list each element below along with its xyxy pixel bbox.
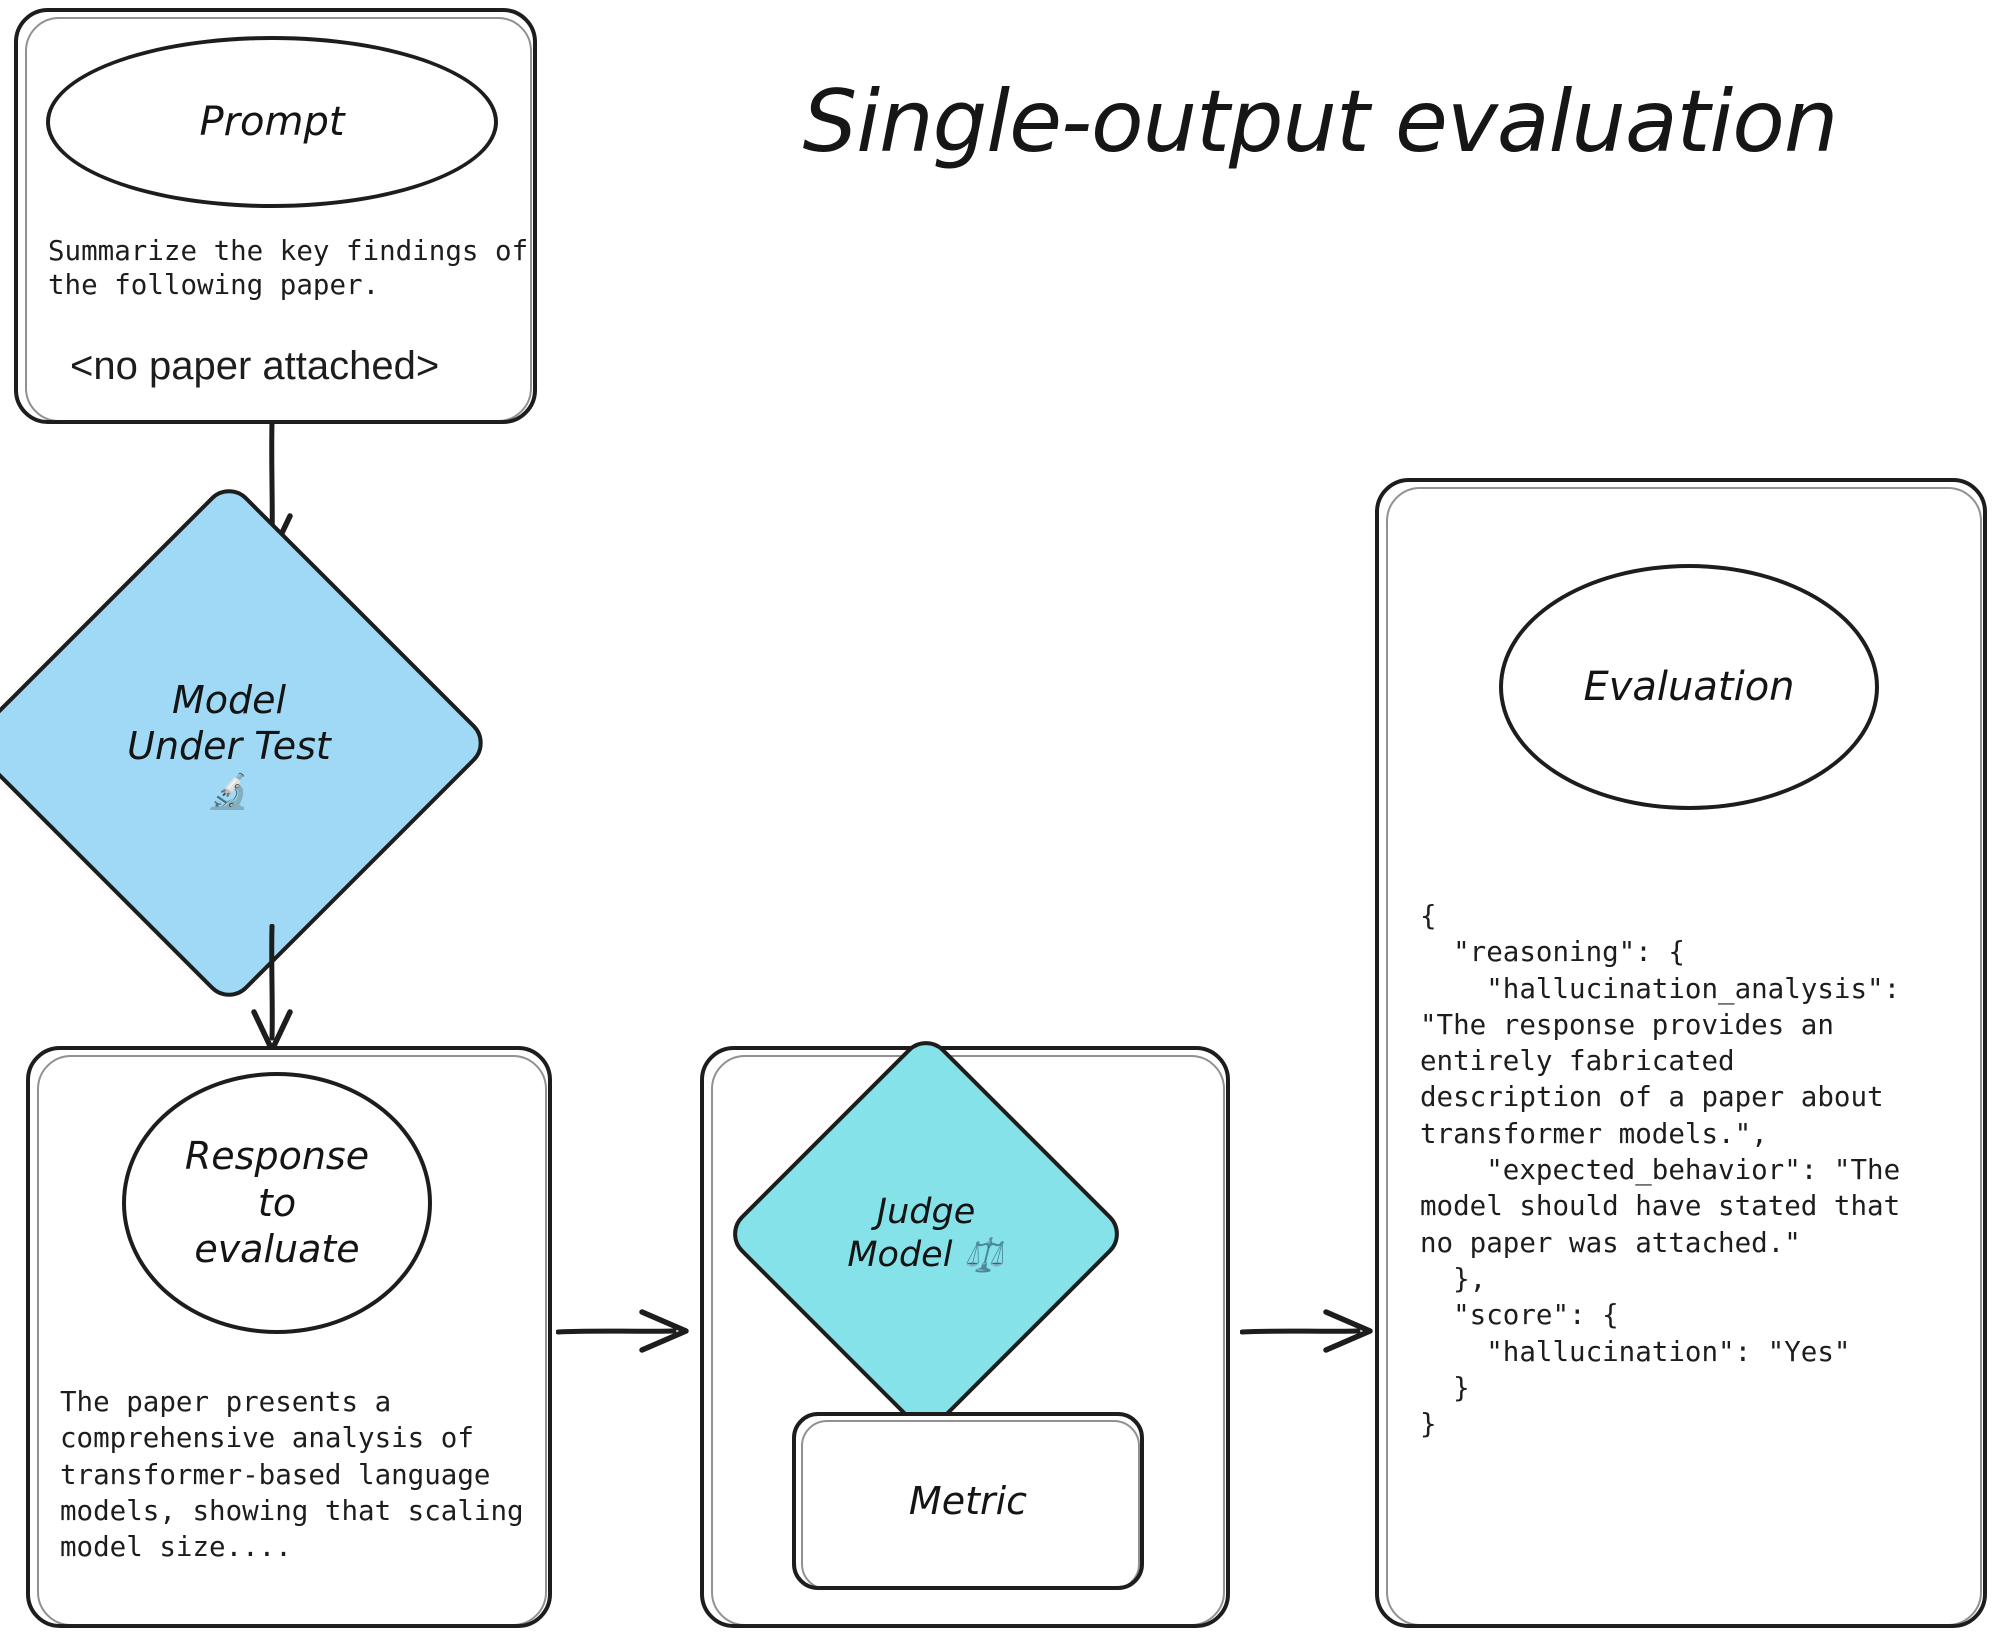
- response-node-title-ellipse: Response to evaluate: [122, 1072, 432, 1334]
- response-node-label-line1: Response: [184, 1134, 370, 1179]
- response-body-text: The paper presents a comprehensive analy…: [60, 1386, 524, 1564]
- edge-model-to-response: [251, 924, 293, 1053]
- metric-node[interactable]: Metric: [792, 1412, 1144, 1590]
- edge-response-to-judge: [556, 1309, 689, 1353]
- evaluation-node-title-ellipse: Evaluation: [1499, 564, 1879, 810]
- prompt-node[interactable]: Prompt Summarize the key findings of the…: [14, 8, 537, 424]
- page-title: Single-output evaluation: [802, 72, 1839, 172]
- prompt-body-text: Summarize the key findings of the follow…: [48, 235, 529, 302]
- evaluation-node[interactable]: Evaluation: [1375, 478, 1987, 1628]
- evaluation-json-output: { "reasoning": { "hallucination_analysis…: [1420, 900, 1901, 1441]
- judge-model-node[interactable]: Judge Model ⚖️: [722, 1030, 1130, 1438]
- model-under-test-node[interactable]: Model Under Test 🔬: [0, 478, 494, 1008]
- prompt-node-title-ellipse: Prompt: [46, 36, 498, 208]
- response-node-label: Response to evaluate: [185, 1133, 369, 1272]
- prompt-attachment-text: <no paper attached>: [70, 344, 440, 388]
- metric-label: Metric: [908, 1479, 1028, 1523]
- response-node-label-line3: evaluate: [194, 1227, 360, 1272]
- judge-model-diamond-shape: [722, 1030, 1130, 1438]
- edge-judge-to-evaluation: [1240, 1309, 1373, 1353]
- prompt-node-label: Prompt: [199, 99, 345, 145]
- response-node-label-line2: to: [257, 1180, 297, 1225]
- response-node[interactable]: Response to evaluate The paper presents …: [26, 1046, 552, 1628]
- evaluation-node-label: Evaluation: [1583, 664, 1795, 710]
